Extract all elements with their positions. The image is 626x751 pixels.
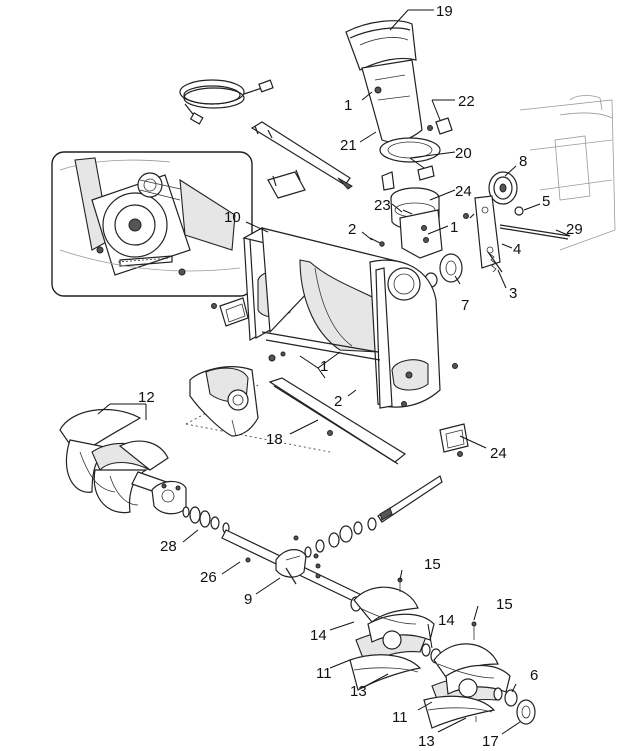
fastener-leaders	[299, 351, 341, 379]
hex-bolts-upper	[369, 209, 413, 247]
label-28: 28	[160, 538, 177, 555]
label-19: 19	[436, 3, 453, 20]
label-12: 12	[138, 389, 155, 406]
label-15-upper: 15	[424, 556, 441, 573]
label-11-upper: 11	[316, 665, 332, 682]
label-10: 10	[224, 209, 241, 226]
idler-bracket	[463, 195, 503, 273]
label-2-upper: 2	[348, 221, 356, 238]
label-17: 17	[482, 733, 499, 750]
label-11-lower: 11	[392, 709, 408, 726]
bushings-washers	[182, 506, 251, 563]
label-21: 21	[340, 137, 357, 154]
discharge-chute-assembly	[345, 20, 453, 259]
label-8: 8	[519, 153, 527, 170]
label-9: 9	[244, 591, 252, 608]
label-1-right: 1	[450, 219, 458, 236]
label-7: 7	[461, 297, 469, 314]
electric-starter-cord	[179, 79, 274, 125]
label-13-upper: 13	[350, 683, 367, 700]
label-3: 3	[509, 285, 517, 302]
impeller-housing	[189, 366, 259, 437]
label-23: 23	[374, 197, 391, 214]
label-5: 5	[542, 193, 550, 210]
label-1-chute: 1	[344, 97, 352, 114]
label-18: 18	[266, 431, 283, 448]
label-22: 22	[458, 93, 475, 110]
engine-frame-outline	[519, 95, 616, 251]
label-29: 29	[566, 221, 583, 238]
chute-bracket	[267, 169, 306, 199]
bearing-and-end-cap	[475, 687, 536, 725]
label-24-upper: 24	[455, 183, 472, 200]
label-24-lower: 24	[490, 445, 507, 462]
skid-shoe-right	[439, 423, 469, 457]
label-15-lower: 15	[496, 596, 513, 613]
label-4: 4	[513, 241, 521, 258]
label-14-lower: 14	[310, 627, 327, 644]
label-6: 6	[530, 667, 538, 684]
label-20: 20	[455, 145, 472, 162]
chute-crank-shaft	[250, 121, 353, 190]
auger-housing	[242, 227, 458, 409]
impeller-shaft-parts	[304, 475, 443, 579]
auger-right-spiral-upper	[349, 577, 435, 691]
label-14-upper: 14	[438, 612, 455, 629]
gearbox-housing	[151, 480, 187, 515]
label-2-lower: 2	[334, 393, 342, 410]
cable-and-nut	[499, 206, 571, 240]
auger-right-spiral-lower	[423, 621, 511, 729]
auger-left-spiral	[59, 408, 179, 514]
inset-detail-view	[51, 151, 253, 297]
label-26: 26	[200, 569, 217, 586]
auger-pulley	[488, 171, 518, 205]
callout-leader-lines	[97, 9, 571, 735]
callout-labels: 19 1 22 21 20 8 24 5 23 10 2 1 29 4 3 7 …	[138, 3, 583, 750]
skid-shoe-left	[211, 297, 249, 327]
label-1-housing: 1	[320, 358, 328, 375]
label-13-lower: 13	[418, 733, 435, 750]
bearing-flange	[424, 253, 463, 288]
